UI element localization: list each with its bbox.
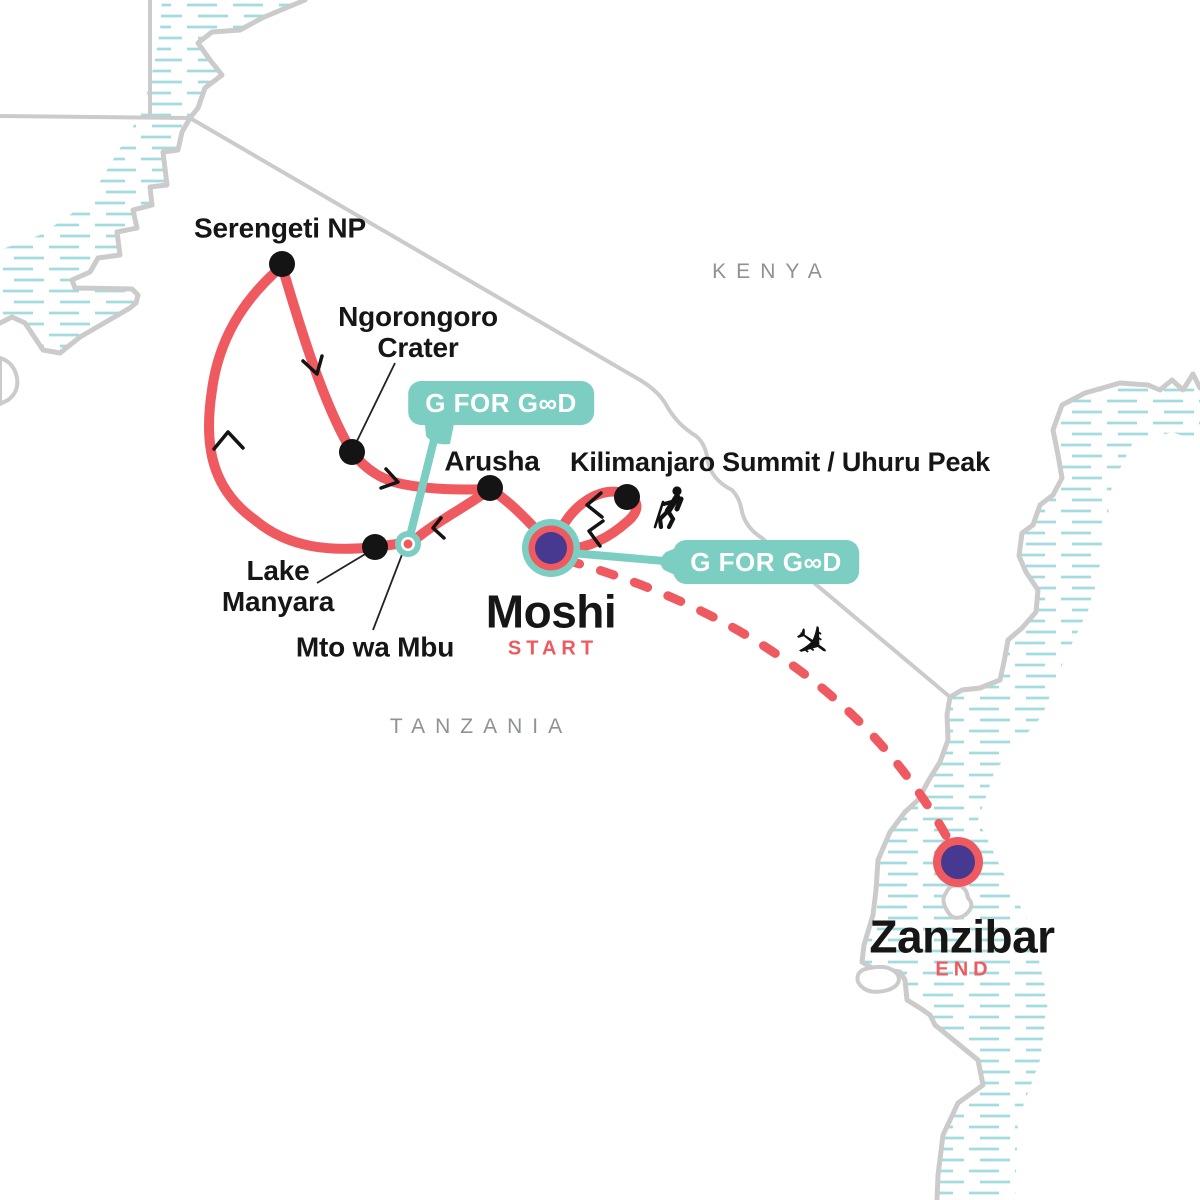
zanzibar-label: Zanzibar xyxy=(869,910,1055,963)
lake-victoria-water xyxy=(0,0,305,353)
zanzibar-end-marker xyxy=(933,837,983,887)
direction-chevron-icon xyxy=(379,467,400,490)
direction-chevron-icon xyxy=(587,519,605,548)
g-for-good-badge-2: G FOR G∞D xyxy=(673,540,859,584)
small-island xyxy=(855,964,901,994)
ngorongoro-label-line2: Crater xyxy=(377,332,459,363)
mto-wa-mbu-marker xyxy=(395,531,421,557)
lake-manyara-label: Lake Manyara xyxy=(221,555,335,618)
ocean-coastline xyxy=(859,371,1200,1200)
serengeti-marker xyxy=(269,251,295,277)
route-manyara-serengeti-arc xyxy=(203,261,417,554)
lake-manyara-marker xyxy=(362,534,388,560)
kenya-tanzania-border xyxy=(188,116,952,699)
lake-manyara-label-line2: Manyara xyxy=(221,586,335,617)
hiker-icon xyxy=(653,486,684,530)
zanzibar-island xyxy=(941,883,974,920)
ngorongoro-label-line1: Ngorongoro xyxy=(338,301,498,333)
flight-path-moshi-zanzibar xyxy=(561,555,963,863)
ngorongoro-label: Ngorongoro Crater xyxy=(338,301,498,364)
kilimanjaro-label: Kilimanjaro Summit / Uhuru Peak xyxy=(570,447,990,478)
mto-wa-mbu-leader-line xyxy=(372,551,404,631)
lake-manyara-leader-line xyxy=(316,552,368,584)
direction-chevron-icon xyxy=(431,516,446,540)
moshi-label: Moshi xyxy=(485,585,617,638)
badge1-connector-line xyxy=(404,424,441,548)
serengeti-label: Serengeti NP xyxy=(194,212,366,244)
lake-islet xyxy=(0,355,20,407)
moshi-start-tag: START xyxy=(507,637,599,660)
indian-ocean-water xyxy=(862,374,1200,1200)
ngorongoro-leader-line xyxy=(354,362,396,446)
zanzibar-end-tag: END xyxy=(935,958,993,981)
arusha-label: Arusha xyxy=(444,445,540,477)
lake-victoria-coastline xyxy=(0,0,308,356)
moshi-start-marker xyxy=(522,519,580,577)
lake-manyara-label-line1: Lake xyxy=(246,555,310,587)
route-serengeti-ngorongoro xyxy=(277,261,357,457)
mto-wa-mbu-label: Mto wa Mbu xyxy=(295,631,455,663)
lake-border-lines xyxy=(0,0,191,120)
kilimanjaro-marker xyxy=(614,484,640,510)
arusha-marker xyxy=(477,475,503,501)
g-for-good-badge-1: G FOR G∞D xyxy=(408,381,594,425)
direction-chevron-icon xyxy=(301,354,324,376)
country-label-tanzania: TANZANIA xyxy=(389,715,573,738)
direction-chevron-icon xyxy=(212,430,245,451)
route-ngorongoro-arusha xyxy=(347,447,495,495)
country-label-kenya: KENYA xyxy=(712,260,832,283)
direction-chevron-icon xyxy=(585,491,604,519)
ngorongoro-marker xyxy=(339,439,365,465)
